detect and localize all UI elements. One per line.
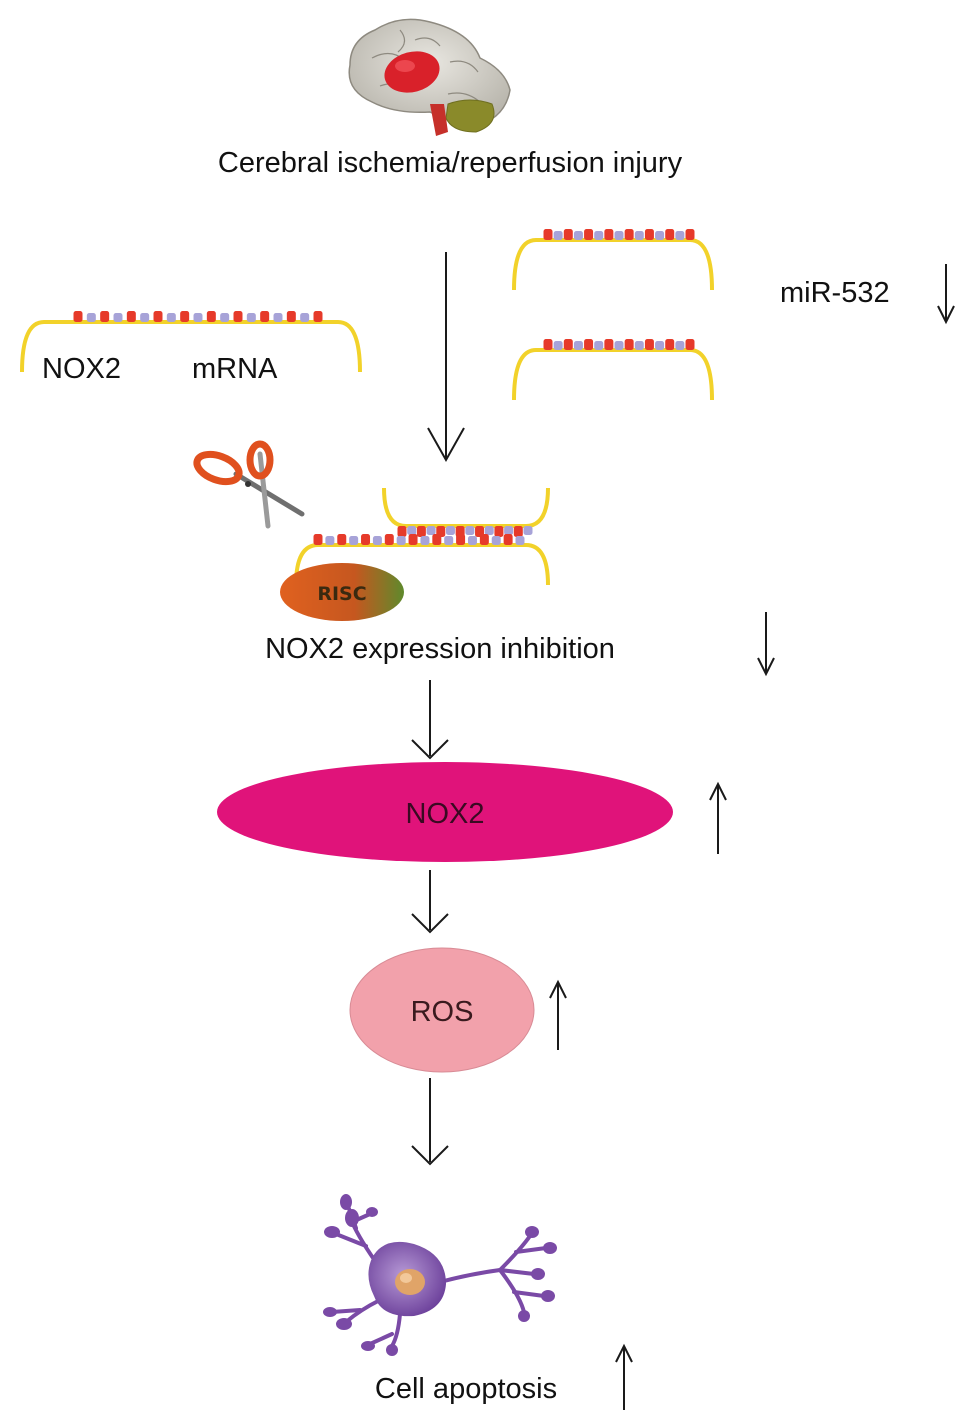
arrow-to-nox2 [411,680,449,760]
apoptosis-up-arrow [615,1343,633,1410]
mirna-label: miR-532 [780,277,890,309]
nox2-protein: NOX2 [217,762,673,862]
injury-label: Cerebral ischemia/reperfusion injury [218,147,683,179]
mrna-mirna-duplex [294,487,550,586]
ros-up-arrow [549,979,567,1050]
neuron-icon [323,1194,557,1356]
nox2-gene-label: NOX2 [42,353,121,385]
inhibition-down-arrow [757,612,775,677]
mrna-label: mRNA [192,353,278,385]
arrow-to-apoptosis [411,1078,449,1166]
ros-node: ROS [349,947,535,1073]
nox2-protein-label: NOX2 [406,798,485,830]
ros-label: ROS [411,996,474,1028]
scissors-icon [193,440,305,529]
main-arrow [427,252,465,463]
rna-strand-icon [512,229,714,291]
brain-icon [348,18,511,136]
apoptosis-label: Cell apoptosis [375,1373,557,1405]
inhibition-label: NOX2 expression inhibition [265,633,615,665]
rna-strand-icon [512,339,714,401]
arrow-to-ros [411,870,449,934]
risc-label: RISC [317,583,366,605]
mirna-down-arrow [937,264,955,325]
nox2-up-arrow [709,781,727,854]
risc-complex: RISC [280,563,404,621]
rna-strand-icon [20,311,362,373]
